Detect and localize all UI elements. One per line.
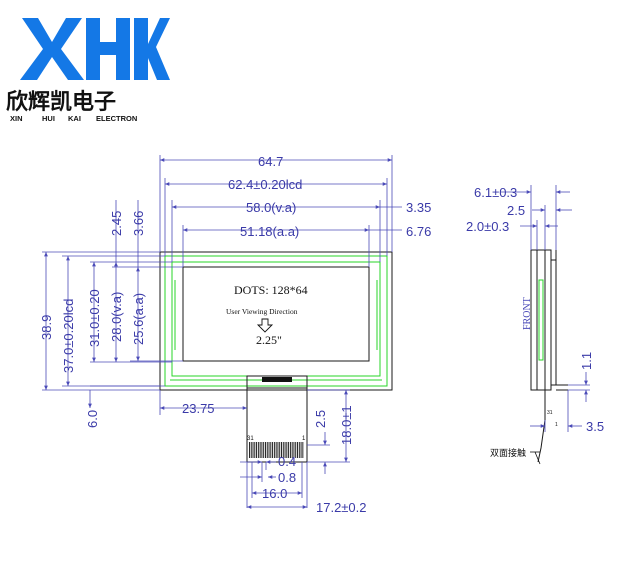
dim-aa-height: 25.6(a.a) bbox=[131, 293, 146, 345]
fpc-pin bbox=[256, 442, 258, 458]
lcd-dots-label: DOTS: 128*64 bbox=[234, 283, 308, 297]
dim-fpc-length: 18.0±1 bbox=[339, 405, 354, 445]
fpc-pin bbox=[270, 442, 272, 458]
fpc-pin bbox=[250, 442, 252, 458]
side-dimensions bbox=[500, 185, 590, 465]
fpc-pin bbox=[261, 442, 263, 458]
fpc-pin bbox=[273, 442, 275, 458]
dim-side-2-0: 2.0±0.3 bbox=[466, 219, 509, 234]
lcd-size-label: 2.25" bbox=[256, 333, 282, 347]
fpc-pin bbox=[277, 442, 279, 458]
dim-va-height: 28.0(v.a) bbox=[109, 292, 124, 342]
module-front-view bbox=[159, 251, 393, 391]
dim-pitch-0-4: 0.4 bbox=[278, 454, 296, 469]
dim-fpc-offset: 23.75 bbox=[182, 401, 215, 416]
brand-name-en-kai: KAI bbox=[68, 114, 81, 123]
dim-right-6-76: 6.76 bbox=[406, 224, 431, 239]
fpc-pin bbox=[249, 442, 250, 458]
fpc-pin bbox=[266, 442, 268, 458]
fpc-pin bbox=[302, 442, 304, 458]
fpc-pin bbox=[259, 442, 261, 458]
fpc-pins bbox=[249, 442, 304, 458]
fpc-pin-last: 1 bbox=[302, 436, 306, 442]
brand-logo: 欣辉凯电子 XIN HUI KAI ELECTRON bbox=[6, 18, 170, 123]
brand-name-en-hui: HUI bbox=[42, 114, 55, 123]
top-dimensions bbox=[159, 155, 402, 267]
fpc-pin bbox=[286, 442, 288, 458]
fpc-pin bbox=[295, 442, 297, 458]
fpc-pin bbox=[257, 442, 259, 458]
dim-bottom-6: 6.0 bbox=[85, 410, 100, 428]
fpc-pin bbox=[297, 442, 298, 458]
fpc-pin-first: 31 bbox=[247, 436, 254, 442]
dim-side-2-5: 2.5 bbox=[507, 203, 525, 218]
dim-height-31: 31.0±0.20 bbox=[87, 289, 102, 347]
module-side-view bbox=[530, 249, 568, 463]
tape-note: 双面接触 bbox=[490, 447, 526, 459]
fpc-pin bbox=[293, 442, 295, 458]
arrow-down-icon bbox=[256, 318, 274, 333]
side-pin-first: 31 bbox=[547, 410, 553, 416]
fpc-pin bbox=[272, 442, 274, 458]
side-pin-last: 1 bbox=[555, 422, 558, 428]
dim-left-2-45: 2.45 bbox=[109, 211, 124, 236]
dim-va-width: 58.0(v.a) bbox=[246, 200, 296, 215]
dim-fpc-2-5: 2.5 bbox=[313, 410, 328, 428]
fpc-pin bbox=[289, 442, 291, 458]
fpc-pin bbox=[252, 442, 254, 458]
dim-lcd-width: 62.4±0.20lcd bbox=[228, 177, 302, 192]
xhk-logo-mark bbox=[20, 18, 170, 80]
fpc-pin bbox=[265, 442, 266, 458]
fpc-pin bbox=[268, 442, 270, 458]
fpc-pin bbox=[291, 442, 293, 458]
fpc-pin bbox=[300, 442, 302, 458]
dim-left-3-66: 3.66 bbox=[131, 211, 146, 236]
dim-right-3-35: 3.35 bbox=[406, 200, 431, 215]
dim-fpc-16: 16.0 bbox=[262, 486, 287, 501]
dim-pitch-0-8: 0.8 bbox=[278, 470, 296, 485]
fpc-tail bbox=[246, 375, 308, 463]
fpc-pin bbox=[282, 442, 284, 458]
dim-outer-height: 38.9 bbox=[39, 315, 54, 340]
fpc-pin bbox=[298, 442, 300, 458]
dim-outer-width: 64.7 bbox=[258, 154, 283, 169]
dim-side-6-1: 6.1±0.3 bbox=[474, 185, 517, 200]
dim-lcd-height: 37.0±0.20lcd bbox=[61, 299, 76, 373]
dim-side-1-1: 1.1 bbox=[579, 352, 594, 370]
brand-name-en-electron: ELECTRON bbox=[96, 114, 137, 123]
side-front-label: FRONT bbox=[522, 297, 533, 330]
fpc-pin bbox=[284, 442, 286, 458]
fpc-pin bbox=[254, 442, 256, 458]
fpc-pin bbox=[263, 442, 265, 458]
dim-fpc-width: 17.2±0.2 bbox=[316, 500, 367, 515]
dim-aa-width: 51.18(a.a) bbox=[240, 224, 299, 239]
left-dimensions bbox=[42, 200, 247, 415]
dim-side-3-5: 3.5 bbox=[586, 419, 604, 434]
fpc-pin bbox=[281, 442, 282, 458]
brand-name-en-xin: XIN bbox=[10, 114, 23, 123]
fpc-pin bbox=[288, 442, 290, 458]
fpc-pin bbox=[279, 442, 281, 458]
fpc-pin bbox=[275, 442, 277, 458]
fpc-dimensions bbox=[240, 389, 350, 509]
brand-name-cn: 欣辉凯电子 bbox=[6, 89, 116, 115]
lcd-viewing-direction: User Viewing Direction bbox=[226, 307, 298, 316]
